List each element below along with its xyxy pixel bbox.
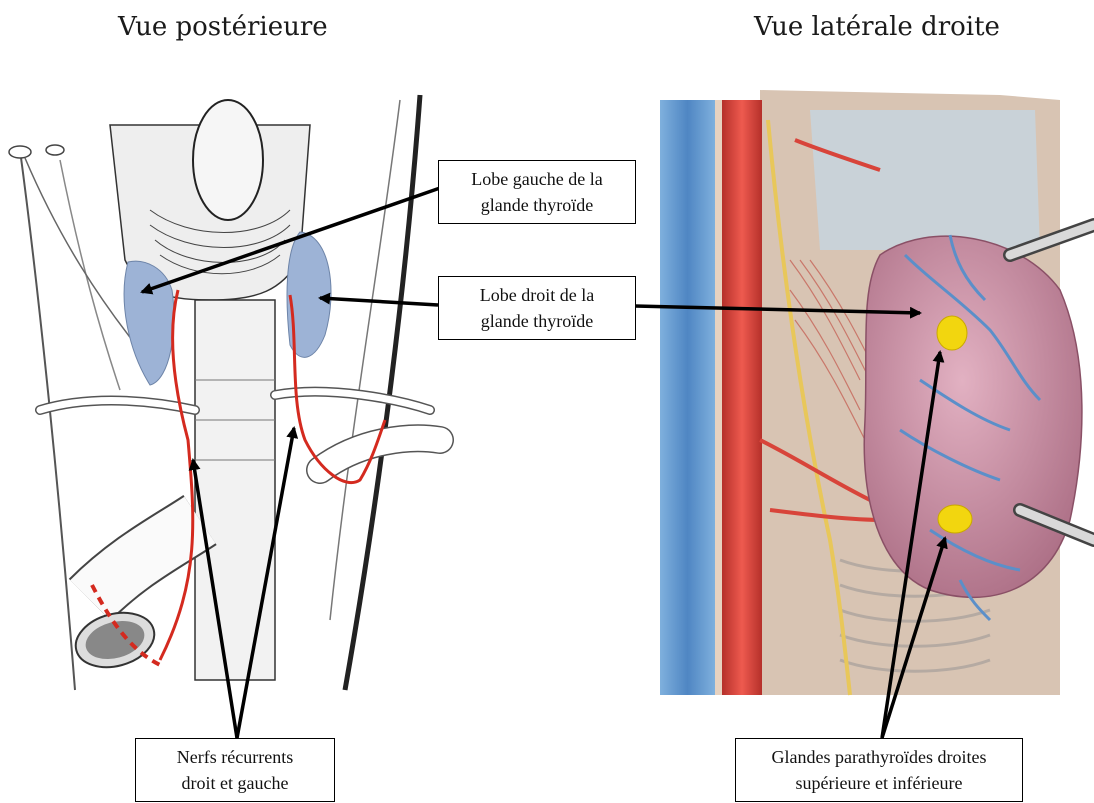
label-glandes-parathyroides: Glandes parathyroïdes droites supérieure… xyxy=(735,738,1023,802)
label-lobe-droit: Lobe droit de la glande thyroïde xyxy=(438,276,636,340)
label-lobe-droit-line2: glande thyroïde xyxy=(481,308,593,334)
posterior-view-drawing xyxy=(9,95,440,690)
label-parathyroides-line2: supérieure et inférieure xyxy=(796,770,963,796)
label-nerfs-recurrents: Nerfs récurrents droit et gauche xyxy=(135,738,335,802)
label-nerfs-line1: Nerfs récurrents xyxy=(177,744,293,770)
label-nerfs-line2: droit et gauche xyxy=(182,770,289,796)
label-lobe-gauche: Lobe gauche de la glande thyroïde xyxy=(438,160,636,224)
arrow-lobe-droit-left xyxy=(320,298,438,305)
label-lobe-gauche-line1: Lobe gauche de la xyxy=(471,166,602,192)
lateral-view-drawing xyxy=(660,90,1094,695)
label-lobe-gauche-line2: glande thyroïde xyxy=(481,192,593,218)
label-lobe-droit-line1: Lobe droit de la xyxy=(480,282,594,308)
label-parathyroides-line1: Glandes parathyroïdes droites xyxy=(772,744,987,770)
